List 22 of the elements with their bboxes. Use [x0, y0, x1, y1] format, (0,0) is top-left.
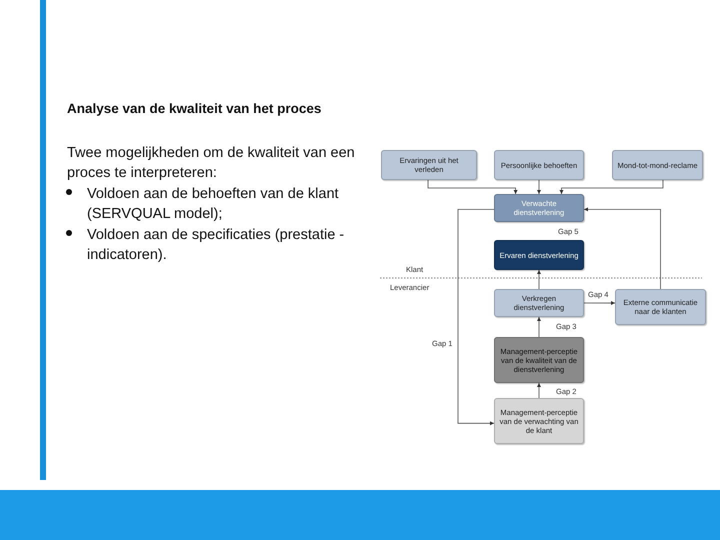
body-text: Twee mogelijkheden om de kwaliteit van een proces te interpreteren: [67, 144, 356, 183]
arrow [584, 207, 661, 290]
heading: Analyse van de kwaliteit van het proces [67, 101, 322, 116]
arrow [537, 316, 541, 338]
process-box [494, 289, 584, 317]
process-box [381, 150, 477, 180]
arrow [428, 180, 518, 194]
process-box [612, 150, 703, 180]
arrow [560, 180, 664, 194]
arrow [458, 209, 494, 426]
process-box [494, 194, 584, 222]
arrow [537, 180, 541, 194]
process-box [494, 337, 584, 383]
arrow [537, 270, 541, 290]
arrow [584, 301, 616, 306]
process-box [615, 289, 706, 325]
process-box [494, 150, 584, 180]
bullet-text: Voldoen aan de behoeften van de klant (SERVQUAL model); [87, 185, 340, 224]
bullet-text: Voldoen aan de specificaties (prestatie -indicatoren). [87, 226, 346, 265]
process-box [494, 240, 584, 270]
process-box [494, 398, 584, 444]
arrow [537, 382, 541, 398]
